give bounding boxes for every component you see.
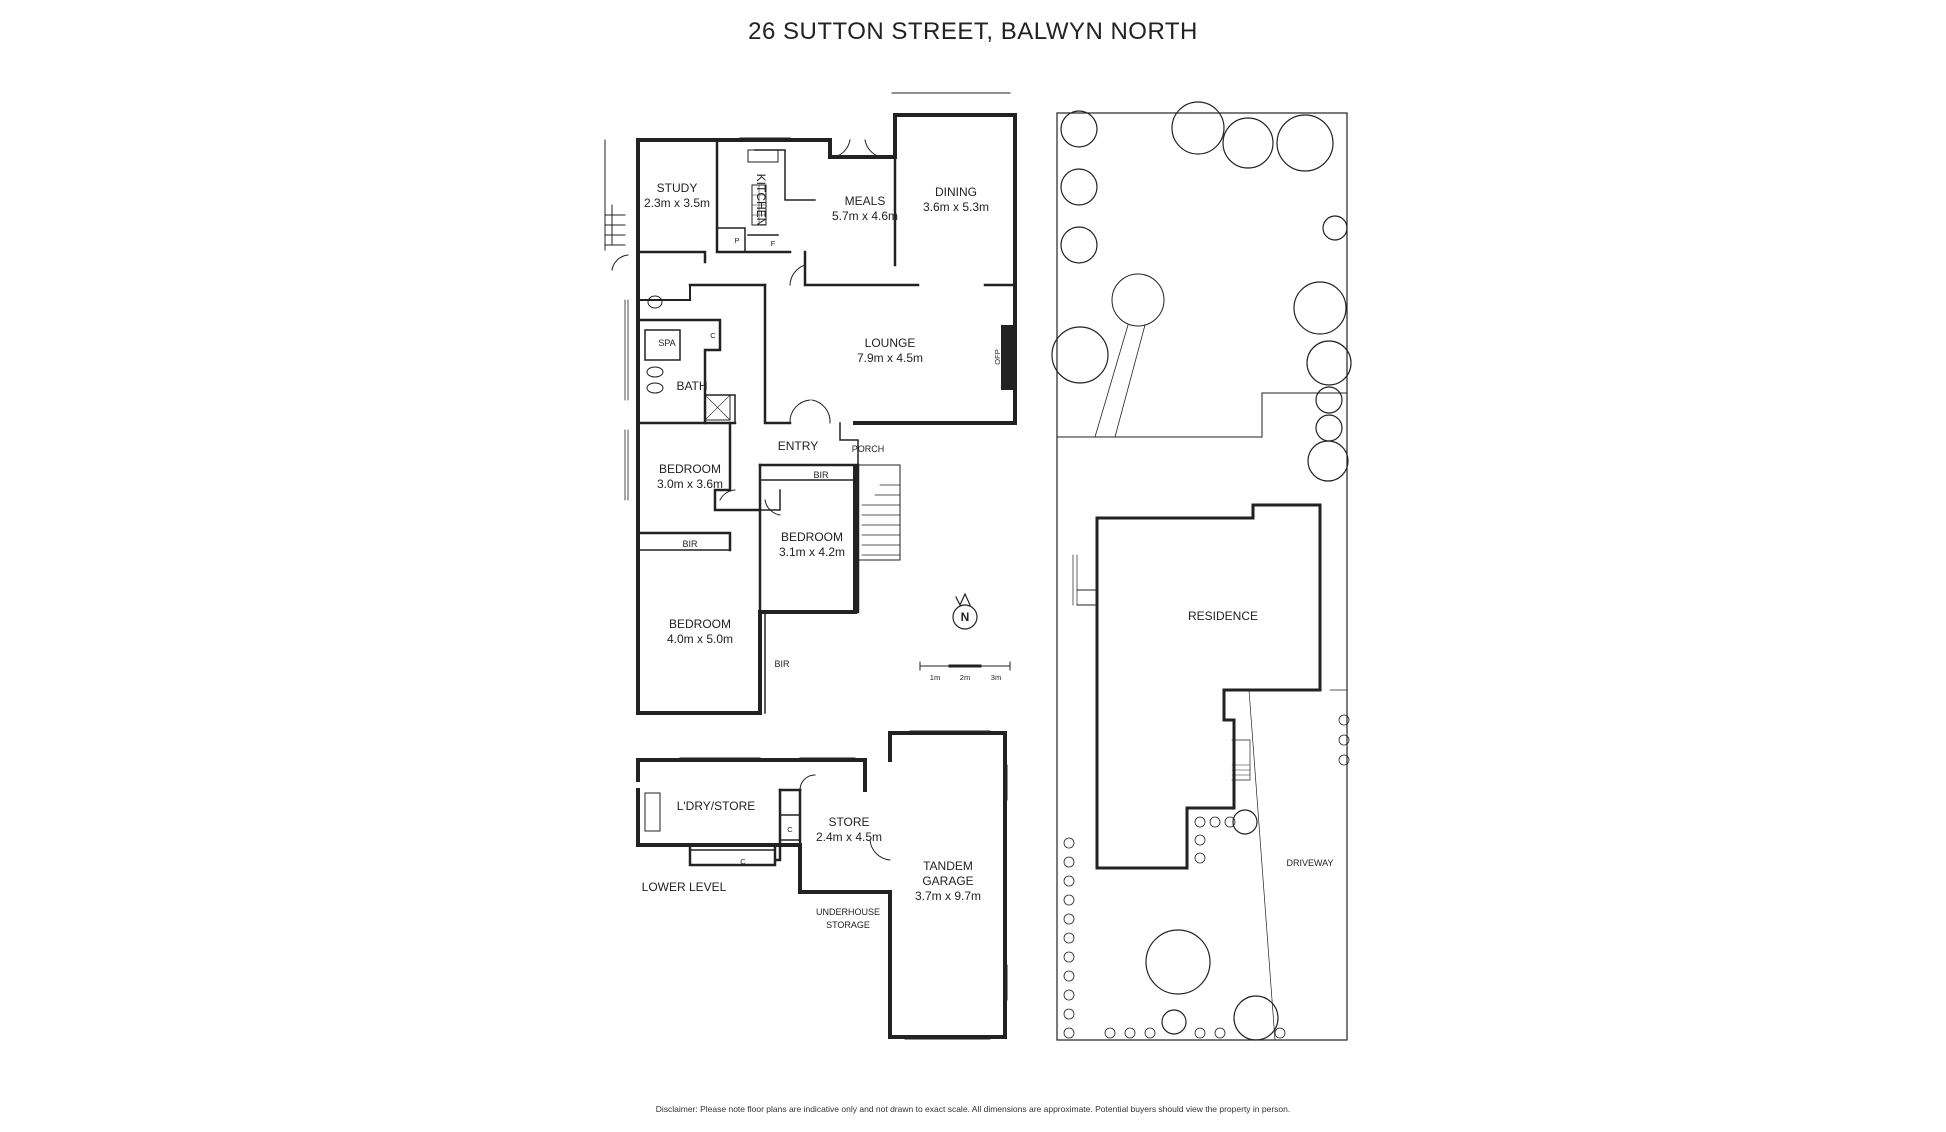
bedroom-1-size: 3.0m x 3.6m [657, 477, 723, 491]
pantry-marker: P [734, 236, 739, 245]
entry-name: ENTRY [778, 439, 818, 453]
meals-size: 5.7m x 4.6m [832, 209, 898, 223]
lounge-name: LOUNGE [865, 336, 916, 350]
cupboard-marker-laundry: C [740, 857, 746, 866]
residence-label: RESIDENCE [1188, 609, 1258, 623]
cupboard-marker-store: C [787, 825, 793, 834]
scale-label-3: 3m [991, 673, 1001, 682]
scale-label-2: 2m [960, 673, 970, 682]
kitchen-name: KITCHEN [754, 174, 768, 227]
bedroom-2-name: BEDROOM [781, 530, 843, 544]
bath-name: BATH [676, 379, 707, 393]
lower-level-label: LOWER LEVEL [642, 880, 727, 894]
bedroom-1-name: BEDROOM [659, 462, 721, 476]
spa-label: SPA [658, 338, 675, 348]
underhouse-name: UNDERHOUSE [816, 907, 880, 917]
scale-label-1: 1m [930, 673, 940, 682]
store-name: STORE [828, 815, 869, 829]
fridge-marker: F [771, 239, 776, 248]
laundry-name: L'DRY/STORE [677, 799, 756, 813]
driveway-label: DRIVEWAY [1286, 858, 1333, 868]
dining-name: DINING [935, 185, 977, 199]
garage-size: 3.7m x 9.7m [915, 889, 981, 903]
cupboard-marker-bath: C [710, 331, 716, 340]
lower-level-walls [636, 730, 1008, 1040]
store-size: 2.4m x 4.5m [816, 830, 882, 844]
porch-name: PORCH [852, 444, 885, 454]
dining-size: 3.6m x 5.3m [923, 200, 989, 214]
disclaimer-text: Disclaimer: Please note floor plans are … [655, 1104, 1291, 1114]
underhouse-name-2: STORAGE [826, 920, 870, 930]
site-plan [1051, 101, 1352, 1041]
bedroom-3-size: 4.0m x 5.0m [667, 632, 733, 646]
bedroom-3-name: BEDROOM [669, 617, 731, 631]
upper-level-walls [604, 92, 1017, 715]
page-title: 26 SUTTON STREET, BALWYN NORTH [748, 18, 1198, 45]
study-name: STUDY [657, 181, 698, 195]
garage-name: TANDEM [923, 859, 973, 873]
north-arrow-icon [952, 592, 978, 630]
bedroom-2-size: 3.1m x 4.2m [779, 545, 845, 559]
ofp-marker: OFP [993, 349, 1002, 364]
lounge-size: 7.9m x 4.5m [857, 351, 923, 365]
meals-name: MEALS [845, 194, 886, 208]
bir-label-bedroom-3: BIR [774, 659, 790, 669]
study-size: 2.3m x 3.5m [644, 196, 710, 210]
scale-bar [919, 661, 1011, 671]
garage-name-2: GARAGE [922, 874, 973, 888]
bir-label-bedroom-2: BIR [813, 470, 829, 480]
north-letter: N [961, 610, 970, 624]
bir-label-bedroom-1: BIR [682, 539, 698, 549]
